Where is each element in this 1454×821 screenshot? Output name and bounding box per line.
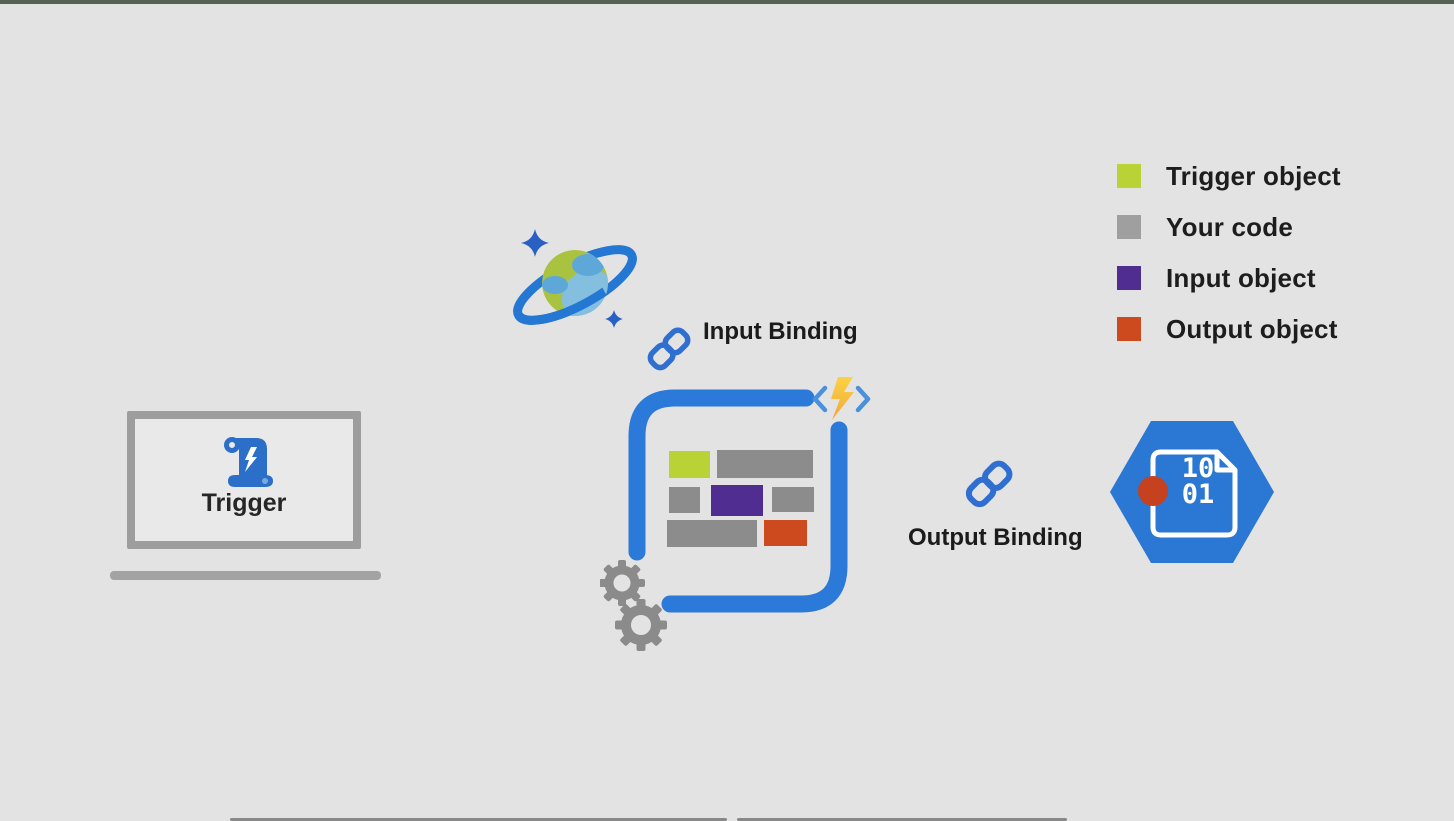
your-code-block (772, 487, 814, 512)
trigger-object-swatch (1117, 164, 1141, 188)
sparkle-icon (521, 229, 549, 257)
input-binding-label: Input Binding (703, 318, 858, 345)
red-dot-icon (1138, 476, 1168, 506)
functions-icon (812, 377, 871, 420)
output-link-icon (965, 460, 1013, 508)
legend-item-trigger-object: Trigger object (1117, 161, 1341, 191)
input-object-block (711, 485, 763, 516)
laptop-base (110, 571, 381, 580)
your-code-block (717, 450, 813, 478)
output-binding-label: Output Binding (908, 524, 1083, 551)
legend-item-input-object: Input object (1117, 263, 1341, 293)
your-code-block (667, 520, 757, 547)
gears-icon (600, 560, 667, 651)
top-border-bar (0, 0, 1454, 4)
input-object-swatch (1117, 266, 1141, 290)
output-object-swatch (1117, 317, 1141, 341)
your-code-block (669, 487, 700, 513)
trigger-object-block (669, 451, 710, 478)
output-object-block (764, 520, 807, 546)
lightning-bolt-icon (245, 447, 257, 472)
binary-document-text: 10 01 (1168, 453, 1228, 510)
legend-item-your-code: Your code (1117, 212, 1341, 242)
bottom-bar-segment-right (737, 818, 1067, 821)
binary-line-1: 10 (1181, 453, 1215, 484)
legend-item-output-object: Output object (1117, 314, 1341, 344)
cosmos-db-icon (513, 229, 637, 328)
input-link-icon (647, 327, 691, 371)
binary-file-icon (1110, 421, 1274, 563)
your-code-swatch (1117, 215, 1141, 239)
sparkle-icon (605, 310, 623, 328)
trigger-scroll-icon (224, 437, 273, 487)
trigger-label: Trigger (201, 489, 287, 517)
lightning-bolt-icon (831, 377, 854, 420)
legend-label: Output object (1166, 313, 1338, 344)
bottom-bar-segment-left (230, 818, 727, 821)
document-outline (1150, 449, 1238, 538)
legend-label: Input object (1166, 262, 1316, 293)
legend-label: Your code (1166, 211, 1294, 242)
legend-label: Trigger object (1166, 160, 1341, 191)
binary-line-2: 01 (1181, 479, 1215, 510)
function-frame (600, 377, 871, 651)
legend: Trigger object Your code Input object Ou… (1117, 161, 1341, 344)
